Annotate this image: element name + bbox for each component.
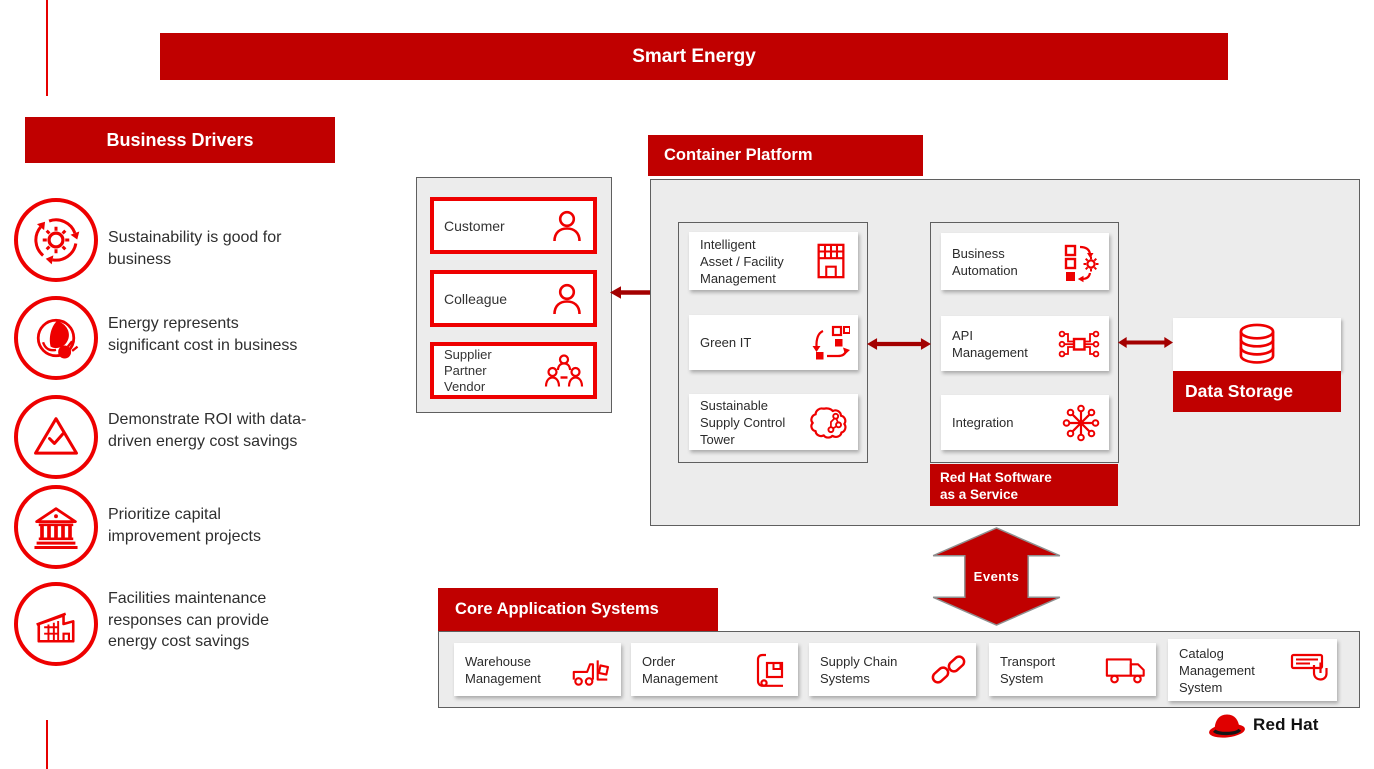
events-label: Events: [973, 569, 1020, 584]
supplier-card: Supplier Partner Vendor: [430, 342, 597, 399]
warehouse-management-card: Warehouse Management: [454, 643, 621, 696]
database-icon: [1232, 320, 1282, 370]
data-storage-banner: Data Storage: [1173, 371, 1341, 412]
driver-text: Demonstrate ROI with data- driven energy…: [108, 411, 307, 450]
smart-building-icon: [812, 240, 850, 282]
driver-badge: [14, 395, 98, 479]
redhat-logo: Red Hat: [1208, 710, 1319, 740]
services-storage-arrow: [1118, 335, 1173, 350]
supply-chain-systems-card: Supply Chain Systems: [809, 643, 976, 696]
forklift-icon: [569, 652, 613, 688]
person-icon: [549, 282, 585, 316]
supply-control-tower-label: Sustainable Supply Control Tower: [700, 397, 786, 447]
driver-badge: [14, 485, 98, 569]
customer-label: Customer: [444, 217, 505, 234]
person-icon: [549, 209, 585, 243]
catalog-touch-icon: [1287, 651, 1329, 689]
factory-building-icon: [28, 596, 84, 652]
catalog-management-card: Catalog Management System: [1168, 639, 1337, 701]
api-management-card: API Management: [941, 316, 1109, 371]
green-energy-plug-icon: [28, 310, 84, 366]
colleague-label: Colleague: [444, 290, 508, 307]
warehouse-management-label: Warehouse Management: [465, 653, 541, 686]
redhat-logo-text: Red Hat: [1253, 715, 1319, 734]
driver-badge: [14, 198, 98, 282]
platform-services-box: Business Automation A: [930, 222, 1119, 463]
supply-chain-systems-label: Supply Chain Systems: [820, 653, 898, 686]
hand-truck-icon: [752, 650, 790, 690]
intelligent-asset-card: Intelligent Asset / Facility Management: [689, 232, 858, 290]
users-panel: Customer Colleague Supplier Partner Vend…: [416, 177, 612, 413]
driver-text: Energy represents significant cost in bu…: [108, 315, 298, 354]
redhat-fedora-icon: [1208, 710, 1246, 740]
bottom-left-red-rule: [46, 720, 48, 769]
business-automation-icon: [1061, 241, 1101, 283]
driver-badge: [14, 296, 98, 380]
driver-text: Prioritize capital improvement projects: [108, 506, 261, 545]
colleague-card: Colleague: [430, 270, 597, 327]
green-it-card: Green IT: [689, 315, 858, 370]
integration-label: Integration: [952, 415, 1014, 430]
sustainability-cycle-icon: [26, 210, 86, 270]
roi-check-triangle-icon: [28, 409, 84, 465]
transport-system-label: Transport System: [1000, 653, 1056, 686]
page-title: Smart Energy: [632, 45, 756, 67]
bank-building-icon: [28, 499, 84, 555]
platform-apps-box: Intelligent Asset / Facility Management …: [678, 222, 868, 463]
container-platform-panel: Intelligent Asset / Facility Management …: [650, 179, 1360, 526]
transport-system-card: Transport System: [989, 643, 1156, 696]
business-drivers-banner: Business Drivers: [25, 117, 335, 163]
business-drivers-title: Business Drivers: [106, 129, 254, 150]
events-arrow: Events: [929, 527, 1064, 626]
title-banner: Smart Energy: [160, 33, 1228, 80]
data-storage-box: [1173, 318, 1341, 371]
api-management-label: API Management: [952, 327, 1028, 360]
data-storage-label: Data Storage: [1185, 381, 1293, 401]
api-hub-icon: [1055, 326, 1101, 362]
ai-brain-icon: [808, 402, 850, 442]
top-left-red-rule: [46, 0, 48, 96]
green-it-label: Green IT: [700, 335, 752, 350]
chain-link-icon: [930, 652, 968, 688]
intelligent-asset-label: Intelligent Asset / Facility Management: [700, 236, 784, 286]
container-platform-banner: Container Platform: [648, 135, 923, 176]
order-management-label: Order Management: [642, 653, 718, 686]
catalog-management-label: Catalog Management System: [1179, 645, 1255, 695]
core-systems-panel: Warehouse Management Order Management: [438, 631, 1360, 708]
core-systems-title: Core Application Systems: [455, 600, 659, 618]
customer-card: Customer: [430, 197, 597, 254]
redhat-saas-banner: Red Hat Software as a Service: [930, 464, 1118, 506]
integration-card: Integration: [941, 395, 1109, 450]
core-systems-banner: Core Application Systems: [438, 588, 718, 631]
apps-services-arrow: [867, 336, 931, 352]
driver-text: Sustainability is good for business: [108, 229, 282, 268]
truck-icon: [1104, 654, 1148, 686]
driver-badge: [14, 582, 98, 666]
order-management-card: Order Management: [631, 643, 798, 696]
supply-control-tower-card: Sustainable Supply Control Tower: [689, 394, 858, 450]
driver-text: Facilities maintenance responses can pro…: [108, 590, 269, 650]
business-automation-card: Business Automation: [941, 233, 1109, 290]
process-workflow-icon: [810, 323, 850, 363]
supplier-label: Supplier Partner Vendor: [444, 346, 492, 394]
people-group-icon: [543, 353, 585, 389]
business-automation-label: Business Automation: [952, 245, 1018, 278]
integration-network-icon: [1061, 403, 1101, 443]
container-platform-title: Container Platform: [664, 146, 813, 164]
